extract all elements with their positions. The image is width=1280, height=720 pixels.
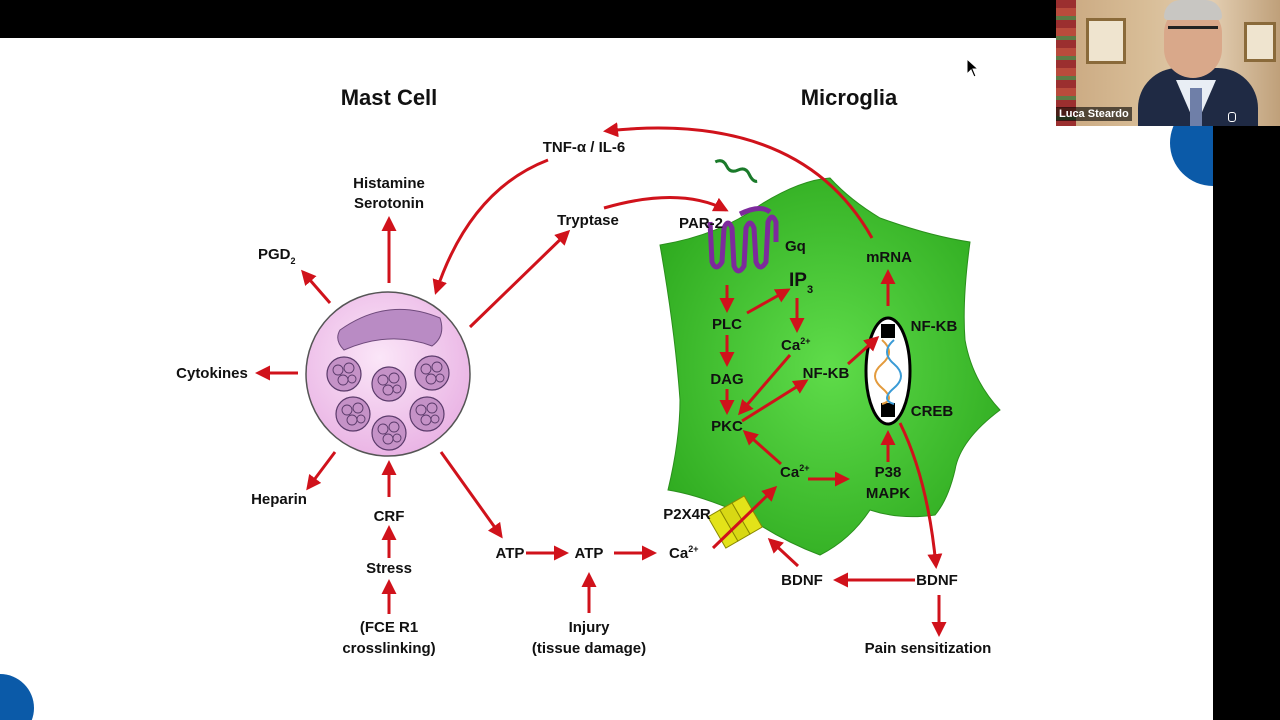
ca-outside-label: Ca2+ — [669, 544, 698, 562]
right-bar — [1213, 38, 1280, 720]
pkc-label: PKC — [711, 418, 743, 435]
participant-hair — [1164, 0, 1222, 20]
mast-cell-title: Mast Cell — [341, 85, 438, 110]
creb-label: CREB — [911, 403, 954, 420]
par2-label: PAR-2 — [679, 215, 723, 232]
fce-r1-label: (FCE R1 — [360, 619, 418, 636]
p38-label: P38 — [875, 464, 902, 481]
wall-picture — [1086, 18, 1126, 64]
mouse-cursor-icon — [966, 58, 980, 78]
heparin-label: Heparin — [251, 491, 307, 508]
ip3-label: IP3 — [789, 270, 813, 296]
pgd2-label: PGD2 — [258, 246, 296, 266]
gq-label: Gq — [785, 238, 806, 255]
ca-inside-label-1: Ca2+ — [781, 336, 810, 354]
nucleus — [864, 316, 912, 426]
wall-picture — [1244, 22, 1276, 62]
arrows — [255, 122, 947, 637]
crf-label: CRF — [374, 508, 405, 525]
plc-label: PLC — [712, 316, 742, 333]
slide: Mast Cell Microglia TNF-α / IL-6 Histami… — [0, 38, 1213, 720]
pain-sensitization-label: Pain sensitization — [865, 640, 992, 657]
bdnf-label-1: BDNF — [781, 572, 823, 589]
mast-cell — [305, 291, 471, 457]
histamine-label: Histamine — [353, 175, 425, 192]
serotonin-label: Serotonin — [354, 195, 424, 212]
ca-inside-label-2: Ca2+ — [780, 463, 809, 481]
nfkb-cytoplasm-label: NF-KB — [803, 365, 850, 382]
atp-label-2: ATP — [575, 545, 604, 562]
participant-glasses — [1168, 26, 1218, 39]
tnf-il6-label: TNF-α / IL-6 — [543, 139, 626, 156]
corner-decoration — [0, 674, 34, 720]
participant-name: Luca Steardo — [1056, 107, 1132, 121]
mast-cell-microglia-diagram: Mast Cell Microglia TNF-α / IL-6 Histami… — [0, 85, 1001, 720]
participant-tie — [1190, 88, 1202, 126]
bdnf-label-2: BDNF — [916, 572, 958, 589]
tissue-damage-label: (tissue damage) — [532, 640, 646, 657]
p2x4r-label: P2X4R — [663, 506, 711, 523]
injury-label: Injury — [569, 619, 610, 636]
tryptase-label: Tryptase — [557, 212, 619, 229]
mic-icon — [1228, 112, 1236, 122]
mapk-label: MAPK — [866, 485, 910, 502]
par2-receptor — [707, 159, 779, 274]
cytokines-label: Cytokines — [176, 365, 248, 382]
microglia-title: Microglia — [801, 85, 898, 110]
mrna-label: mRNA — [866, 249, 912, 266]
participant-video-tile[interactable]: Luca Steardo — [1056, 0, 1280, 126]
crosslinking-label: crosslinking) — [342, 640, 435, 657]
dag-label: DAG — [710, 371, 743, 388]
nfkb-nucleus-label: NF-KB — [911, 318, 958, 335]
atp-label-1: ATP — [496, 545, 525, 562]
video-curtain — [1056, 0, 1076, 126]
stress-label: Stress — [366, 560, 412, 577]
